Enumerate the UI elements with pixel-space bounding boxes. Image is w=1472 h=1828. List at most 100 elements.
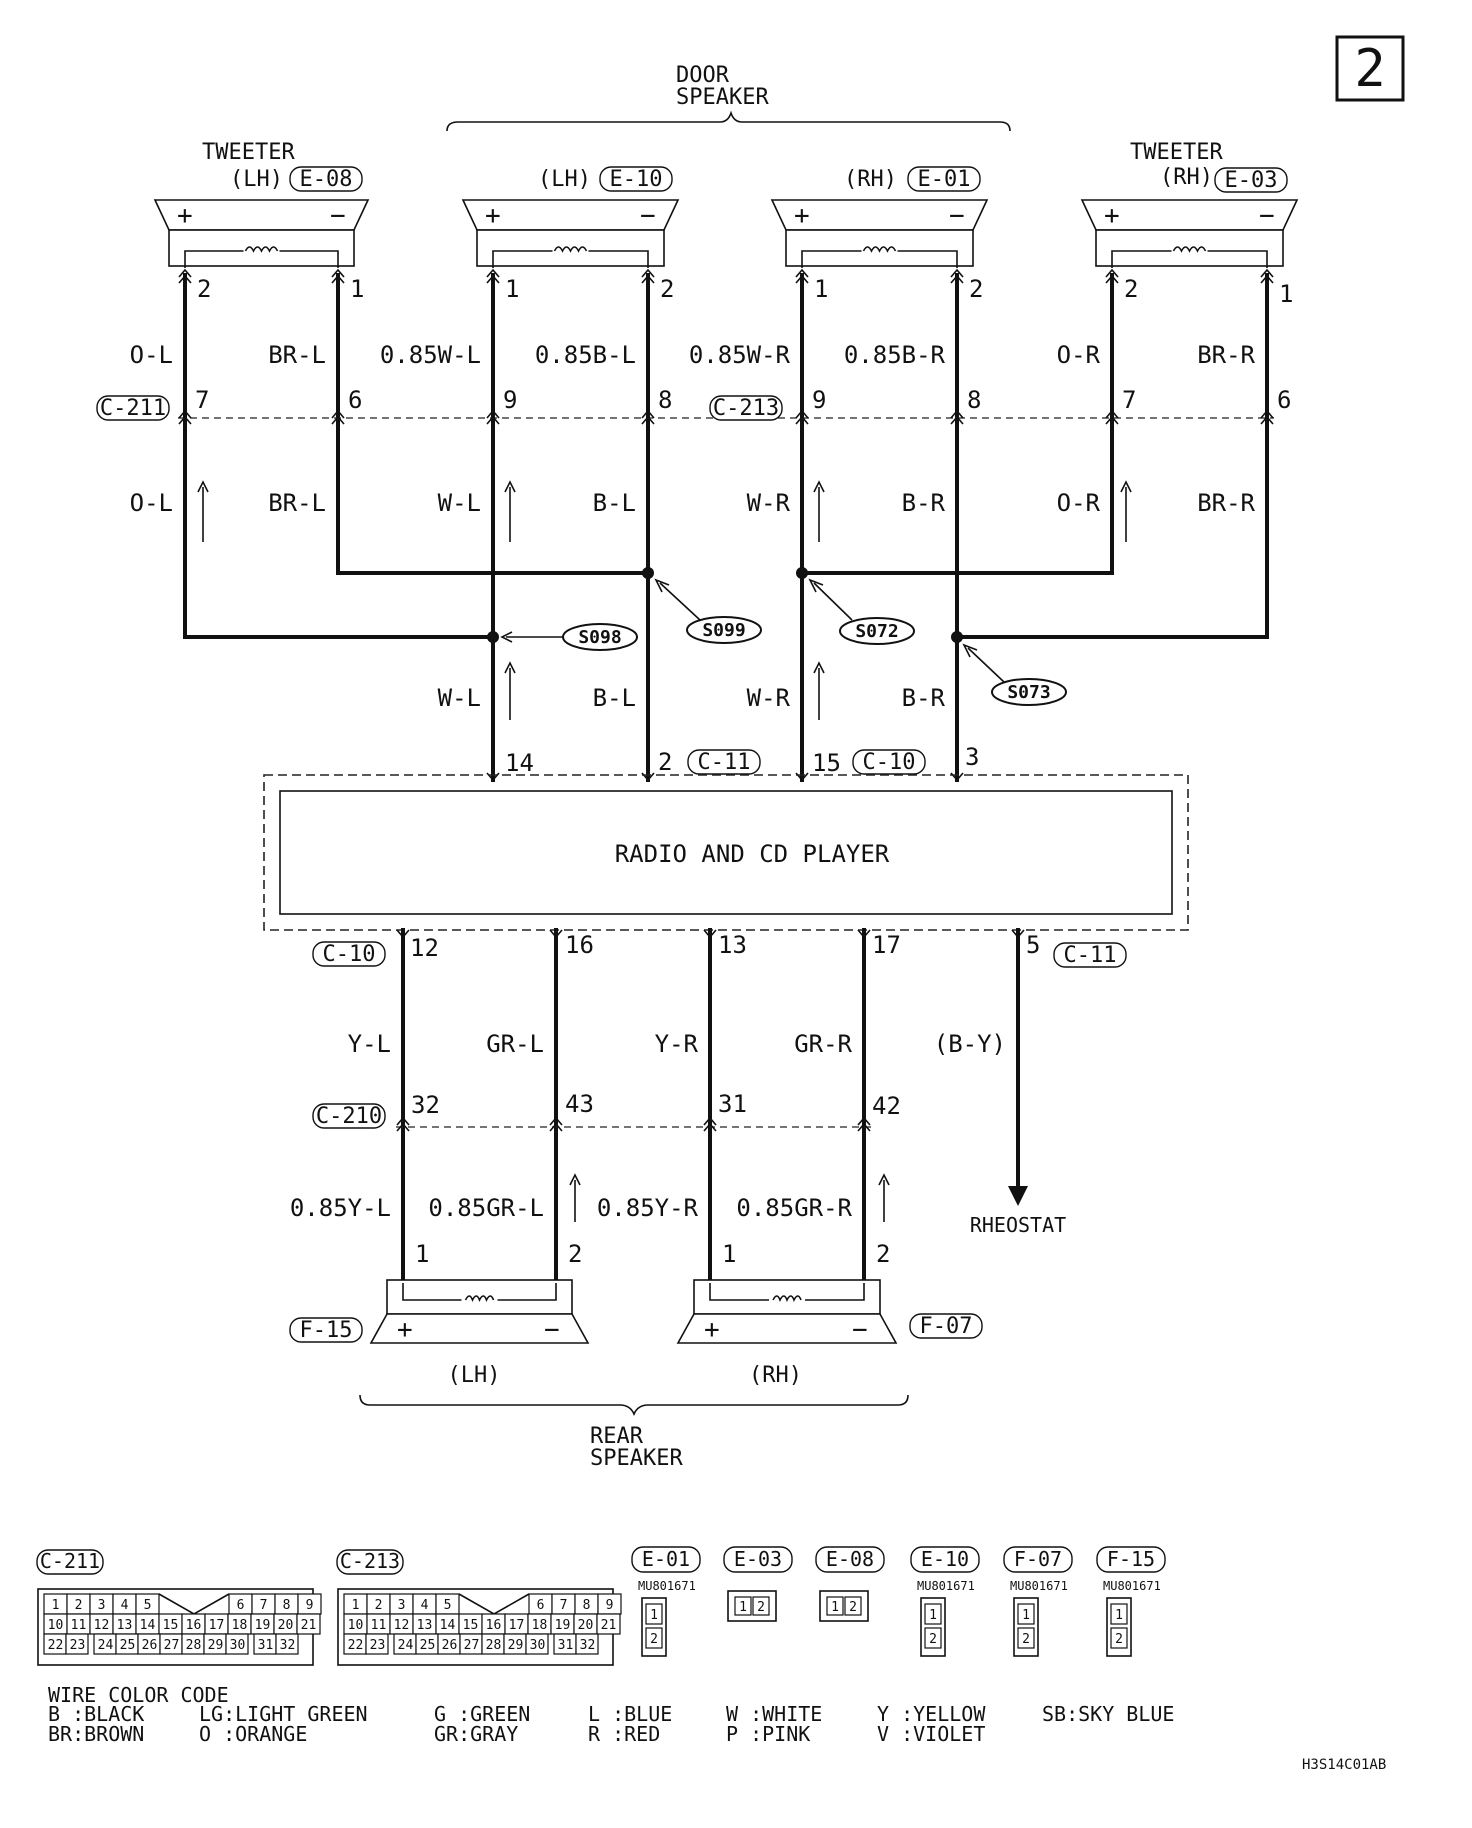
legend-pin: 23 bbox=[70, 1638, 86, 1653]
legend-pin: 2 bbox=[1115, 1632, 1123, 1647]
wire-color-rear-lower: 0.85GR-R bbox=[736, 1194, 852, 1222]
wire-color-code-title: WIRE COLOR CODE bbox=[48, 1683, 229, 1707]
legend-connector-id: E-01 bbox=[642, 1547, 690, 1571]
wire-color-mid: W-L bbox=[438, 489, 481, 517]
legend-pin: 8 bbox=[283, 1598, 291, 1613]
legend-pin: 15 bbox=[463, 1618, 479, 1633]
wire-color-rear-upper: GR-L bbox=[486, 1030, 544, 1058]
legend-connector-id: E-03 bbox=[734, 1547, 782, 1571]
connector-c210-label: C-210 bbox=[316, 1104, 382, 1129]
legend-pin: 15 bbox=[163, 1618, 179, 1633]
wire-color-mid: BR-R bbox=[1197, 489, 1255, 517]
legend-pin: 1 bbox=[1022, 1608, 1030, 1623]
legend-pin: 24 bbox=[98, 1638, 114, 1653]
radio-pin-5: 5 bbox=[1026, 931, 1040, 959]
legend-pin: 30 bbox=[530, 1638, 546, 1653]
legend-pin: 1 bbox=[929, 1608, 937, 1623]
radio-bottom-pins: C-10 12 16 13 17 5 C-11 bbox=[312, 931, 1127, 968]
connector-pin: 7 bbox=[1122, 386, 1136, 414]
legend-pin: 17 bbox=[209, 1618, 225, 1633]
wire-color-upper: 0.85B-R bbox=[844, 341, 946, 369]
legend-pin: 25 bbox=[120, 1638, 136, 1653]
connector-pin: 7 bbox=[195, 386, 209, 414]
speaker-minus: − bbox=[640, 201, 656, 231]
splice-s072: S072 bbox=[855, 621, 898, 642]
speaker-plus: + bbox=[485, 201, 501, 231]
coil-icon bbox=[553, 246, 588, 253]
rear-pin-right: 2 bbox=[568, 1240, 582, 1268]
splice-s098: S098 bbox=[578, 627, 621, 648]
radio-conn-c10-bottom: C-10 bbox=[323, 942, 376, 967]
legend-pin: 12 bbox=[94, 1618, 110, 1633]
legend-pin: 22 bbox=[48, 1638, 64, 1653]
legend-pin: 19 bbox=[255, 1618, 271, 1633]
speaker-pin-right: 1 bbox=[350, 275, 364, 303]
connector-pin: 6 bbox=[348, 386, 362, 414]
legend-pin: 13 bbox=[417, 1618, 433, 1633]
c210-pin-32: 32 bbox=[411, 1091, 440, 1119]
radio-pin-17: 17 bbox=[872, 931, 901, 959]
legend-pin: 27 bbox=[464, 1638, 480, 1653]
speaker-minus: − bbox=[852, 1315, 868, 1345]
legend-pin: 2 bbox=[650, 1632, 658, 1647]
wire-color-mid: B-R bbox=[902, 489, 946, 517]
speaker-pin-right: 1 bbox=[1279, 280, 1293, 308]
legend-pin: 14 bbox=[440, 1618, 456, 1633]
legend-connector-id: C-213 bbox=[340, 1549, 400, 1573]
legend-pin: 21 bbox=[601, 1618, 617, 1633]
radio-pin-14: 14 bbox=[505, 749, 534, 777]
connector-pin: 8 bbox=[967, 386, 981, 414]
legend-pin: 12 bbox=[394, 1618, 410, 1633]
speaker-plus: + bbox=[397, 1315, 413, 1345]
coil-icon bbox=[862, 246, 897, 253]
legend-pin: 9 bbox=[306, 1598, 314, 1613]
legend-connector-id: F-07 bbox=[1014, 1547, 1062, 1571]
legend-pin: 20 bbox=[278, 1618, 294, 1633]
wire-color-code-entry: G :GREEN bbox=[434, 1702, 530, 1726]
speaker-connector: E-08 bbox=[300, 167, 353, 192]
wire-color-rear-upper: GR-R bbox=[794, 1030, 852, 1058]
wire-color-upper: BR-L bbox=[268, 341, 326, 369]
wire-color-code-entry: V :VIOLET bbox=[877, 1722, 985, 1746]
wire-color-code-entry: Y :YELLOW bbox=[877, 1702, 986, 1726]
c210-pin-31: 31 bbox=[718, 1090, 747, 1118]
legend-pin: 7 bbox=[260, 1598, 268, 1613]
legend-pin: 1 bbox=[52, 1598, 60, 1613]
wire-color-rear-lower: 0.85Y-R bbox=[597, 1194, 699, 1222]
legend-pin: 3 bbox=[398, 1598, 406, 1613]
legend-pin: 2 bbox=[375, 1598, 383, 1613]
wire-color-code-entry: R :RED bbox=[588, 1722, 660, 1746]
legend-pin: 18 bbox=[232, 1618, 248, 1633]
speaker-plus: + bbox=[794, 201, 810, 231]
speaker-minus: − bbox=[949, 201, 965, 231]
splice-s073: S073 bbox=[1007, 682, 1050, 703]
speaker-title: TWEETER bbox=[1130, 140, 1223, 165]
legend-pin: 10 bbox=[348, 1618, 364, 1633]
legend-pin: 2 bbox=[1022, 1632, 1030, 1647]
speaker-pin-left: 1 bbox=[505, 275, 519, 303]
wire-color-rear-upper: Y-L bbox=[348, 1030, 391, 1058]
legend-pin: 14 bbox=[140, 1618, 156, 1633]
legend-pin: 4 bbox=[121, 1598, 129, 1613]
wire-color-rear-lower: 0.85Y-L bbox=[290, 1194, 391, 1222]
legend-pin: 4 bbox=[421, 1598, 429, 1613]
current-arrows-upper bbox=[197, 480, 1132, 720]
wire-color-rear-lower: 0.85GR-L bbox=[428, 1194, 544, 1222]
speaker-body bbox=[676, 1313, 898, 1344]
upper-wiring bbox=[178, 273, 1274, 782]
wire-color-upper: BR-R bbox=[1197, 341, 1255, 369]
speaker-minus: − bbox=[330, 201, 346, 231]
connector-pin: 8 bbox=[658, 386, 672, 414]
door-speaker-line2: SPEAKER bbox=[676, 85, 769, 110]
wire-color-code-entry: SB:SKY BLUE bbox=[1042, 1702, 1174, 1726]
radio-conn-c11-bottom: C-11 bbox=[1064, 943, 1117, 968]
wire-color-code-entry: L :BLUE bbox=[588, 1702, 672, 1726]
legend-pin: 10 bbox=[48, 1618, 64, 1633]
wire-color-code-entry: BR:BROWN bbox=[48, 1722, 144, 1746]
legend-pin: 2 bbox=[75, 1598, 83, 1613]
